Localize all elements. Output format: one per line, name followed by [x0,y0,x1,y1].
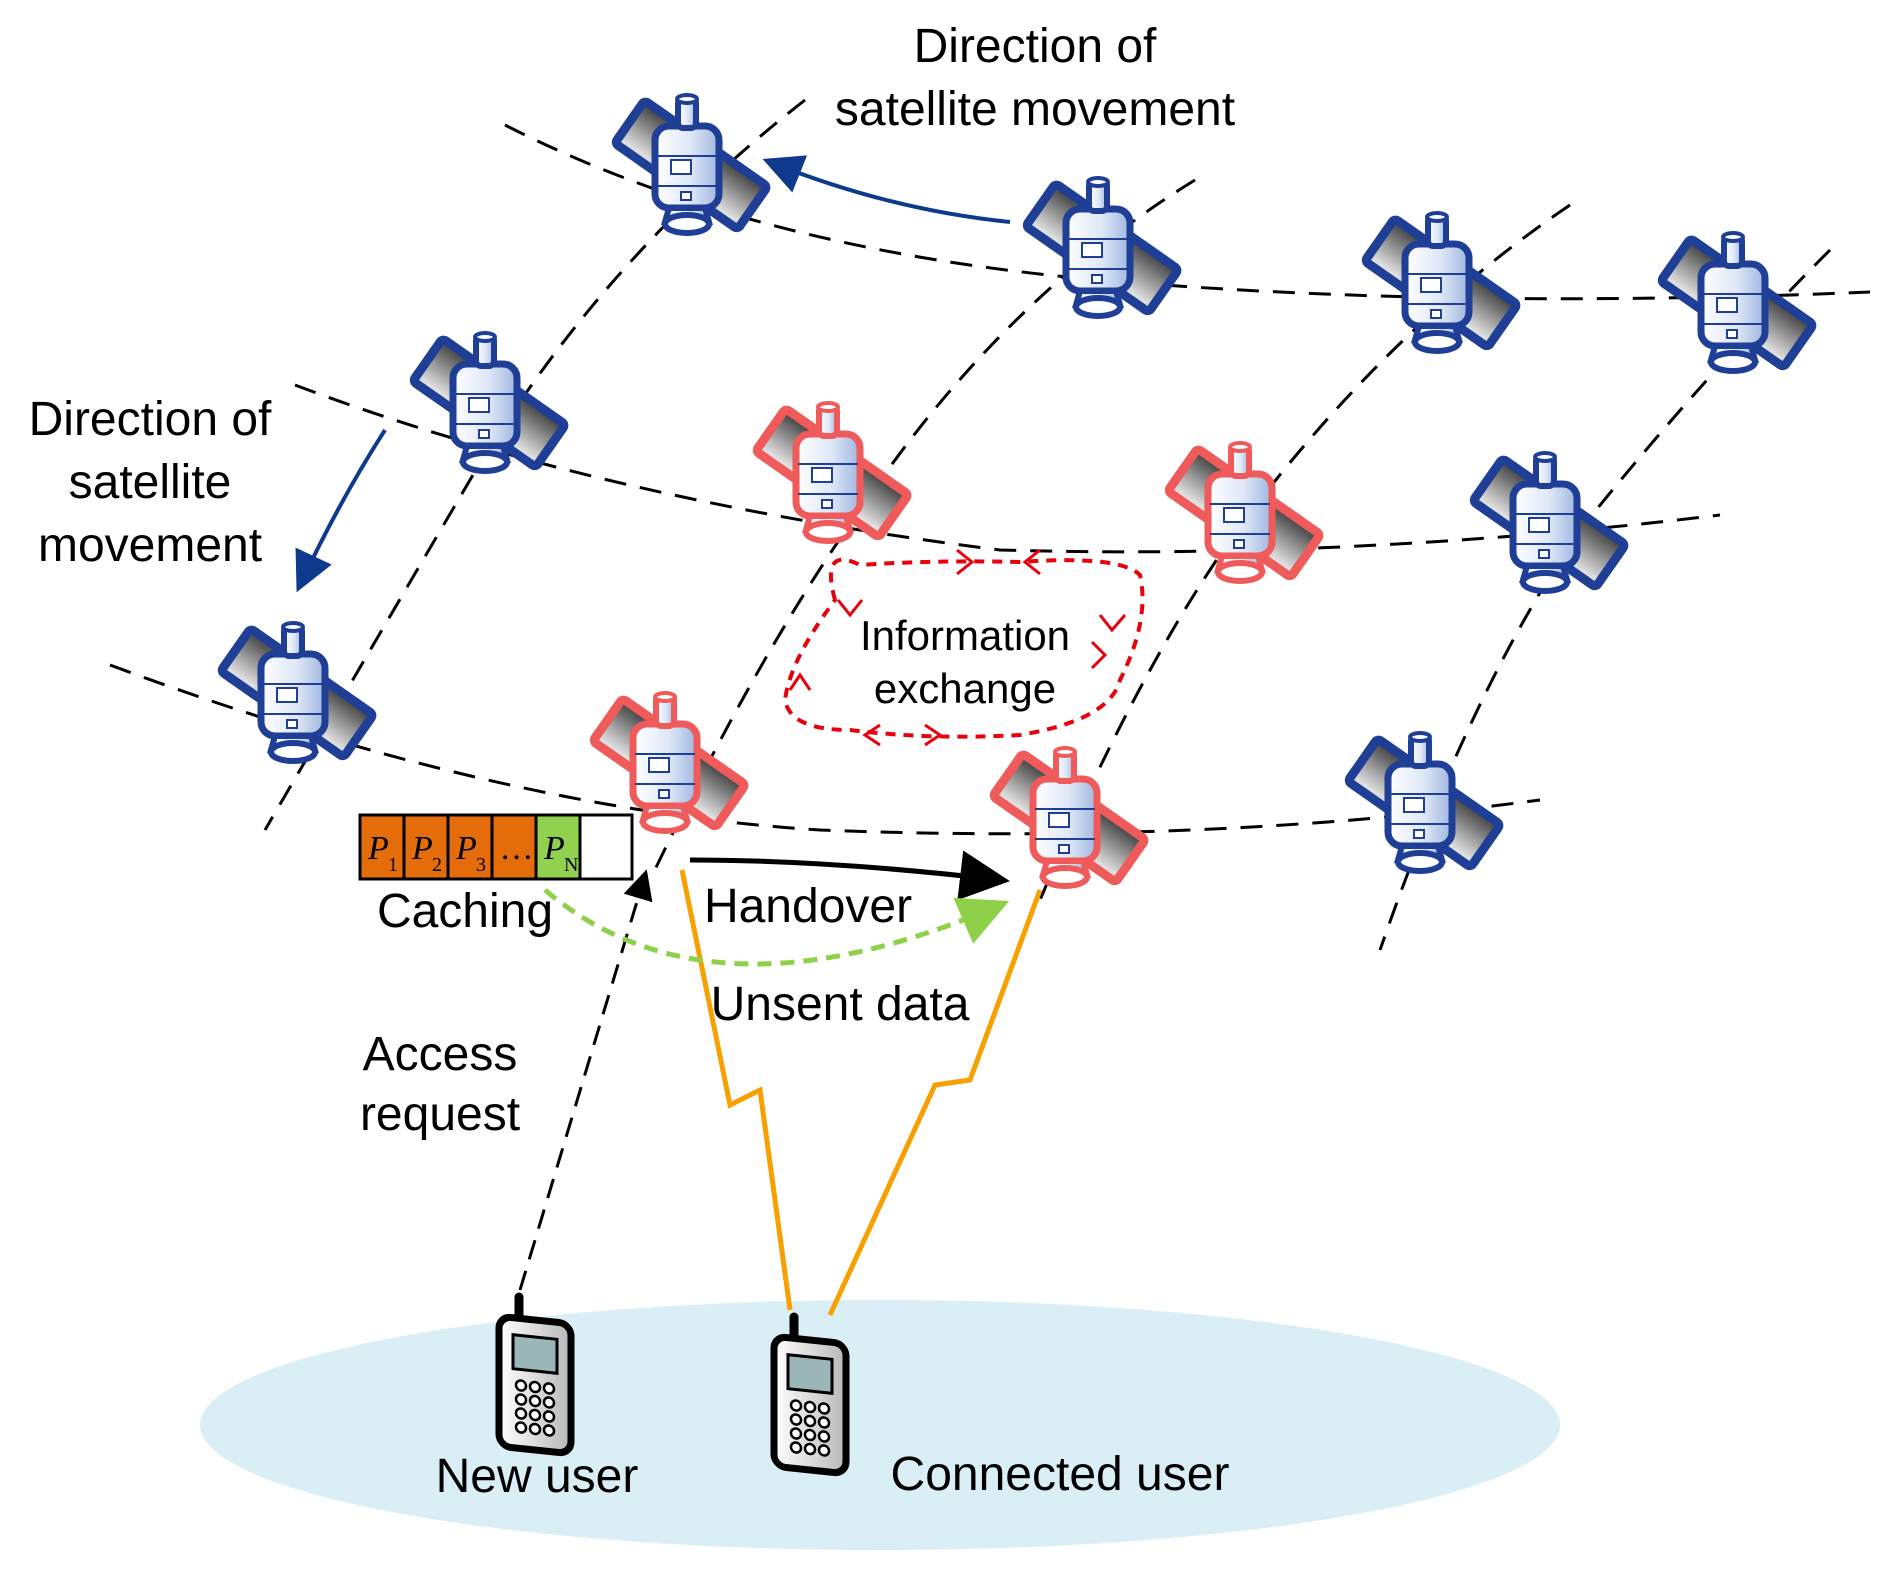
cache-cell-subscript: 3 [476,854,486,876]
satellite-icon [1365,213,1518,351]
cache-cell [402,813,450,881]
satellite-icon [1026,178,1179,316]
satellite-icon [615,95,768,233]
satellite-icon [1348,733,1501,871]
cache-cell-label: P [367,830,389,867]
direction-label-top-line2: satellite movement [835,83,1235,136]
handover-arrow [689,850,1010,901]
mobile-phone-icon [499,1297,571,1454]
ground-coverage-area [200,1300,1560,1550]
cache-cell [490,813,538,881]
information-exchange-arrowheads [788,548,1127,747]
cache-cell [446,813,494,881]
cache-cell [358,813,406,881]
satellite-icon [593,693,746,831]
connected-user-label: Connected user [891,1448,1230,1501]
access-request-label-line1: Access [363,1028,518,1081]
satellite-icon [1168,443,1321,581]
satellite-icon [413,333,566,471]
unsent-data-label: Unsent data [711,978,970,1031]
direction-label-top-line1: Direction of [914,20,1157,73]
satellite-icon [1473,453,1626,591]
direction-label-left-line2: satellite [69,456,232,509]
cache-cell-label: P [455,830,477,867]
cache-cell [578,813,634,881]
cache-cell-subscript: 2 [432,854,442,876]
access-request-label-line2: request [360,1088,520,1141]
mobile-phone-icon [774,1317,846,1474]
new-user-label: New user [436,1450,639,1503]
movement-arrow-left [295,428,387,593]
radio-links [679,869,1043,1317]
caching-label: Caching [377,885,553,938]
radio-link-old-satellite [679,869,793,1311]
handover-label: Handover [704,880,912,933]
movement-arrow-top [762,155,1011,224]
satellite-icon [1661,233,1814,371]
cache-cell-label: P [411,830,433,867]
cache-cell-subscript: N [564,854,578,876]
satellite-icon [221,623,374,761]
direction-label-left-line1: Direction of [29,393,272,446]
satellite-icon [993,748,1146,886]
access-request-arrow [518,869,653,1291]
cache-cell-label: … [502,830,532,867]
unsent-data-arrow [543,888,1010,967]
direction-label-left-line3: movement [38,519,262,572]
cache-cell-subscript: 1 [388,854,398,876]
info-exchange-label-line1: Information [860,612,1070,659]
satellite-icon [756,403,909,541]
info-exchange-label-line2: exchange [874,665,1056,712]
information-exchange-loop [782,557,1145,739]
radio-link-new-satellite [827,889,1043,1317]
satellite-constellation [221,95,1814,886]
cache-cell-label: P [543,830,565,867]
